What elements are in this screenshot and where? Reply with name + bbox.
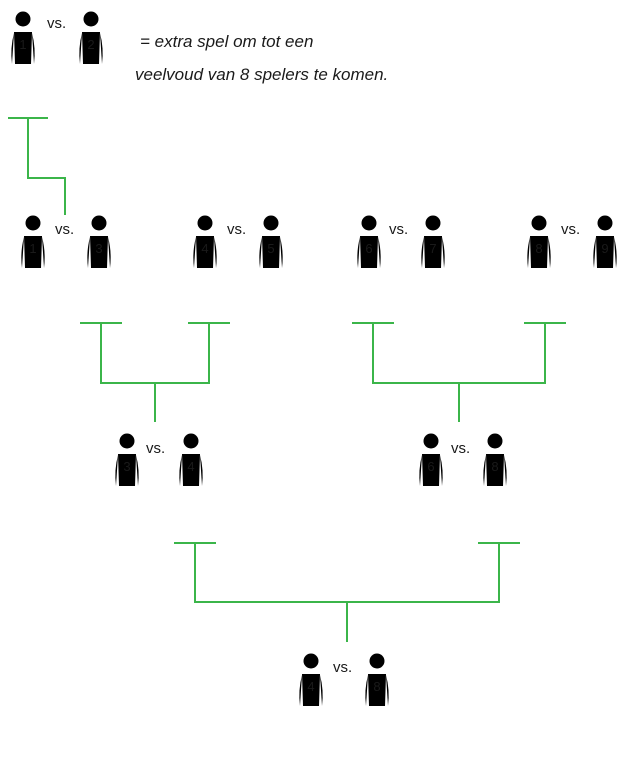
note-line-2: veelvoud van 8 spelers te komen. [135,65,388,84]
bracket-r1-left-connector [100,323,210,422]
player-number: 6 [427,459,434,474]
vs-label: vs. [451,440,470,457]
player-number: 4 [187,459,194,474]
match-extra: 1 vs. 2 [11,11,103,106]
vs-label: vs. [333,659,352,676]
match-r1-b: 4 vs. 5 [193,215,283,310]
player-figure [299,653,323,748]
player-number: 4 [307,679,314,694]
vs-label: vs. [389,221,408,238]
player-figure [115,433,139,528]
vs-label: vs. [561,221,580,238]
player-figure [259,215,283,310]
player-figure [21,215,45,310]
player-figure [79,11,103,106]
bracket-lines [8,117,566,642]
player-figure [593,215,617,310]
player-figure [179,433,203,528]
player-number: 8 [491,459,498,474]
vs-label: vs. [227,221,246,238]
match-r1-a: 1 vs. 3 [21,215,111,310]
player-number: 6 [365,241,372,256]
match-final: 4 vs. 8 [299,653,389,748]
match-r2-b: 6 vs. 8 [419,433,507,528]
player-number: 5 [267,241,274,256]
player-figure [11,11,35,106]
bracket-final-connector [194,543,500,642]
player-number: 1 [29,241,36,256]
bracket-extra-connector [27,118,66,215]
match-r2-a: 3 vs. 4 [115,433,203,528]
note-text: = extra spel om tot een veelvoud van 8 s… [135,32,388,84]
match-r1-d: 8 vs. 9 [527,215,617,310]
player-number: 4 [201,241,208,256]
player-figure [193,215,217,310]
bracket-r1-right-connector [372,323,546,422]
player-figure [419,433,443,528]
player-number: 3 [123,459,130,474]
player-figure [87,215,111,310]
player-number: 9 [601,241,608,256]
note-line-1: = extra spel om tot een [140,32,313,51]
player-figure [527,215,551,310]
vs-label: vs. [146,440,165,457]
player-figure [421,215,445,310]
player-number: 8 [535,241,542,256]
player-number: 7 [429,241,436,256]
player-figure [357,215,381,310]
vs-label: vs. [47,15,66,32]
vs-label: vs. [55,221,74,238]
player-figure [483,433,507,528]
player-figure [365,653,389,748]
player-number: 3 [95,241,102,256]
player-number: 8 [373,679,380,694]
player-number: 2 [87,37,94,52]
match-r1-c: 6 vs. 7 [357,215,445,310]
player-number: 1 [19,37,26,52]
